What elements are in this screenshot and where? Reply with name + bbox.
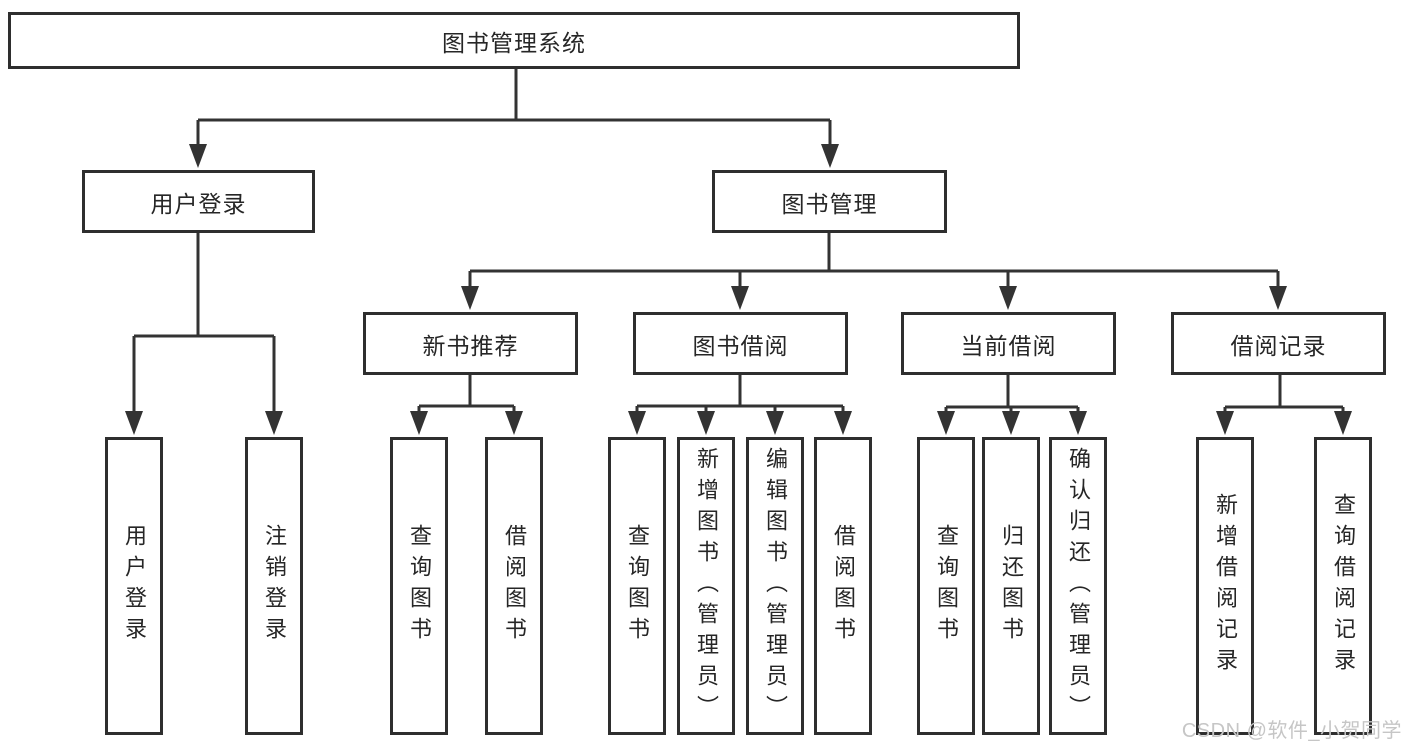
node-library-management-system: 图书管理系统 — [8, 12, 1020, 69]
leaf-add-books-admin: 新增图书（管理员） — [677, 437, 735, 735]
arrowheads — [125, 144, 1352, 435]
leaf-logout: 注销登录 — [245, 437, 303, 735]
leaf-query-borrow-record: 查询借阅记录 — [1314, 437, 1372, 735]
node-book-management: 图书管理 — [712, 170, 947, 233]
leaf-borrow-books-borrowing: 借阅图书 — [814, 437, 872, 735]
leaf-query-books-borrowing: 查询图书 — [608, 437, 666, 735]
leaf-add-borrow-record: 新增借阅记录 — [1196, 437, 1254, 735]
node-user-login: 用户登录 — [82, 170, 315, 233]
leaf-user-login: 用户登录 — [105, 437, 163, 735]
leaf-edit-books-admin: 编辑图书（管理员） — [746, 437, 804, 735]
node-new-book-recommendation: 新书推荐 — [363, 312, 578, 375]
node-borrowing-records: 借阅记录 — [1171, 312, 1386, 375]
node-book-borrowing: 图书借阅 — [633, 312, 848, 375]
leaf-query-books-recommend: 查询图书 — [390, 437, 448, 735]
leaf-confirm-return-admin: 确认归还（管理员） — [1049, 437, 1107, 735]
leaf-return-books: 归还图书 — [982, 437, 1040, 735]
node-current-borrowing: 当前借阅 — [901, 312, 1116, 375]
csdn-watermark: CSDN @软件_小贺同学 — [1181, 720, 1402, 742]
leaf-query-books-current: 查询图书 — [917, 437, 975, 735]
leaf-borrow-books-recommend: 借阅图书 — [485, 437, 543, 735]
